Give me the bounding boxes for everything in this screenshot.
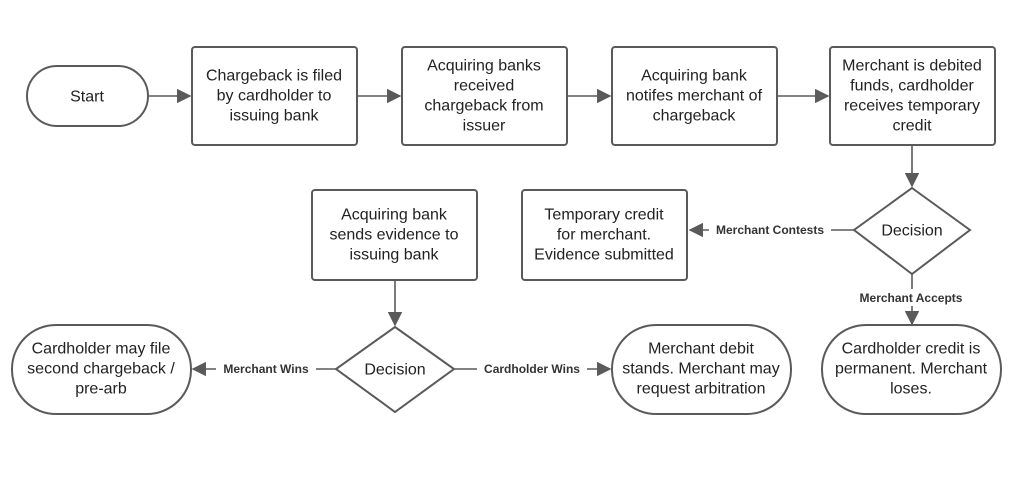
- node-merchant-debited-label: Merchant is debited funds, cardholder rece…: [842, 58, 982, 135]
- node-merchant-debit-stands: Merchant debit stands. Merchant may reques…: [611, 324, 792, 415]
- edge-label-merchant-accepts: Merchant Accepts: [860, 291, 963, 305]
- node-label-line: Acquiring bank: [341, 207, 448, 224]
- node-label-line: second chargeback /: [27, 361, 175, 378]
- node-sends-evidence: Acquiring bank sends evidence to issuing b…: [311, 189, 478, 281]
- node-chargeback-filed: Chargeback is filed by cardholder to issui…: [191, 46, 358, 146]
- node-notifies-merchant-label: Acquiring bank notifes merchant of chargeb…: [626, 68, 763, 125]
- node-label-line: issuer: [463, 118, 506, 135]
- node-label-line: chargeback: [653, 108, 737, 125]
- node-label-line: loses.: [890, 381, 932, 398]
- edge-labels: Merchant Contests Merchant Accepts Merch…: [216, 221, 971, 377]
- node-label-line: received: [454, 78, 514, 95]
- node-label-line: by cardholder to: [217, 88, 332, 105]
- edge-label-merchant-contests: Merchant Contests: [716, 223, 824, 237]
- node-label-line: issuing bank: [350, 247, 440, 264]
- node-label-line: for merchant.: [557, 227, 651, 244]
- node-temporary-credit-label: Temporary credit for merchant. Evidence su…: [534, 207, 674, 264]
- node-decision-2-label: Decision: [364, 362, 425, 379]
- node-cardholder-credit-permanent: Cardholder credit is permanent. Merchant l…: [821, 324, 1002, 415]
- node-label-line: issuing bank: [230, 108, 320, 125]
- node-sends-evidence-label: Acquiring bank sends evidence to issuing b…: [330, 207, 459, 264]
- node-start-label: Start: [70, 89, 104, 106]
- node-label-line: Start: [70, 89, 104, 106]
- node-merchant-debit-stands-label: Merchant debit stands. Merchant may reques…: [622, 341, 779, 398]
- node-label-line: receives temporary: [844, 98, 980, 115]
- node-label-line: Decision: [364, 362, 425, 379]
- node-decision-2: Decision: [334, 325, 456, 414]
- node-merchant-debited: Merchant is debited funds, cardholder rece…: [829, 46, 996, 146]
- node-label-line: Chargeback is filed: [206, 68, 342, 85]
- node-label-line: Acquiring banks: [427, 58, 541, 75]
- node-label-line: Evidence submitted: [534, 247, 674, 264]
- node-label-line: notifes merchant of: [626, 88, 763, 105]
- node-label-line: chargeback from: [424, 98, 543, 115]
- node-label-line: Decision: [881, 223, 942, 240]
- edge-label-cardholder-wins: Cardholder Wins: [484, 362, 580, 376]
- node-decision-1-label: Decision: [881, 223, 942, 240]
- node-label-line: Temporary credit: [544, 207, 664, 224]
- node-label-line: sends evidence to: [330, 227, 459, 244]
- node-label-line: request arbitration: [637, 381, 766, 398]
- node-label-line: permanent. Merchant: [835, 361, 988, 378]
- node-label-line: credit: [892, 118, 932, 135]
- node-second-chargeback-label: Cardholder may file second chargeback / pr…: [27, 341, 175, 398]
- node-label-line: Cardholder credit is: [842, 341, 981, 358]
- edge-label-merchant-wins: Merchant Wins: [223, 362, 309, 376]
- node-chargeback-filed-label: Chargeback is filed by cardholder to issui…: [206, 68, 342, 125]
- node-second-chargeback: Cardholder may file second chargeback / pr…: [11, 324, 192, 415]
- node-label-line: Acquiring bank: [641, 68, 748, 85]
- node-received-chargeback: Acquiring banks received chargeback from is…: [401, 46, 568, 146]
- node-label-line: Merchant is debited: [842, 58, 982, 75]
- node-cardholder-credit-permanent-label: Cardholder credit is permanent. Merchant l…: [835, 341, 988, 398]
- node-label-line: Merchant debit: [648, 341, 754, 358]
- node-received-chargeback-label: Acquiring banks received chargeback from is…: [424, 58, 543, 135]
- node-label-line: Cardholder may file: [32, 341, 171, 358]
- node-temporary-credit: Temporary credit for merchant. Evidence su…: [521, 189, 688, 281]
- node-label-line: funds, cardholder: [850, 78, 974, 95]
- node-decision-1: Decision: [852, 186, 972, 276]
- node-notifies-merchant: Acquiring bank notifes merchant of chargeb…: [611, 46, 778, 146]
- node-label-line: stands. Merchant may: [622, 361, 779, 378]
- node-label-line: pre-arb: [75, 381, 127, 398]
- node-start: Start: [26, 65, 149, 127]
